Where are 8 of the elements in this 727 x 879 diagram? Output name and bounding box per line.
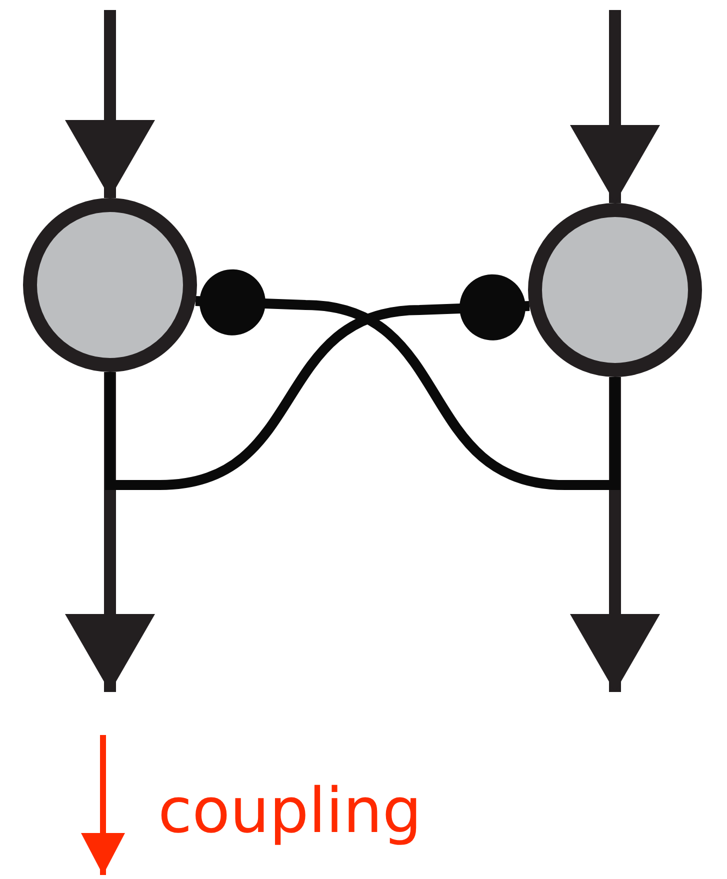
circle-node xyxy=(528,203,702,377)
connector-line xyxy=(105,274,530,490)
arrow xyxy=(570,377,660,692)
circle-node xyxy=(23,198,197,372)
arrow xyxy=(65,10,155,198)
connector-line xyxy=(195,269,620,490)
arrow xyxy=(65,372,155,692)
arrow xyxy=(570,10,660,203)
